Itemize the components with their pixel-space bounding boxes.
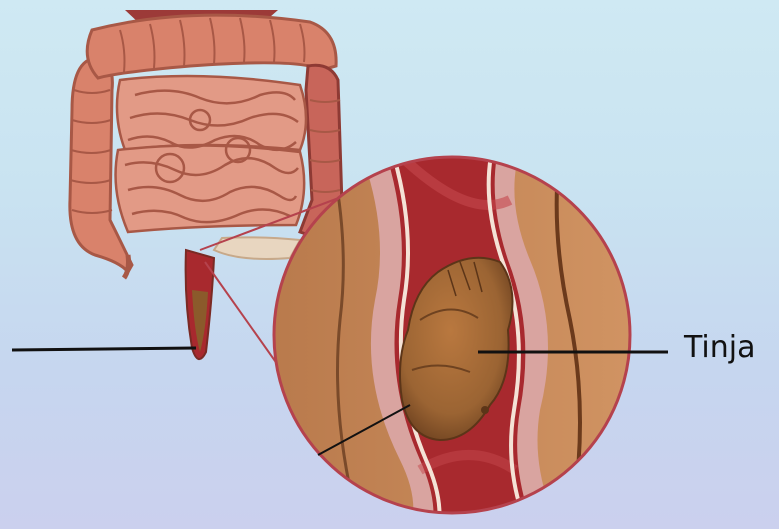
label-feces: Tinja <box>684 330 755 365</box>
pointer-line-rectum <box>12 348 196 350</box>
